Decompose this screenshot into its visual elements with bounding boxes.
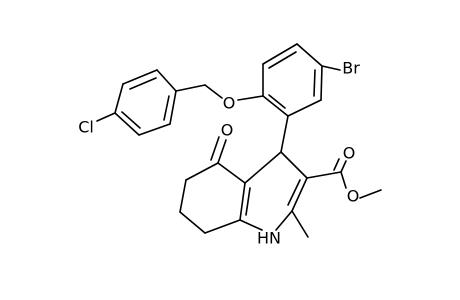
bond-ring2-f-inner xyxy=(163,95,170,121)
bond-c8a-c4a-inner xyxy=(245,187,251,216)
carbonyl-oxygen-label: O xyxy=(343,144,356,163)
bond-ring2-e xyxy=(138,123,171,136)
chlorine-label: Cl xyxy=(78,118,94,137)
bond-ring1-d xyxy=(287,99,322,117)
bond-ring2-c xyxy=(114,83,124,114)
amine-label: HN xyxy=(257,229,281,248)
bromine-label: Br xyxy=(342,59,360,78)
bond-cester-o-single xyxy=(340,171,347,189)
bond-ring1-o xyxy=(237,95,264,101)
bond-c5-c6 xyxy=(185,162,219,181)
bond-n-c8a xyxy=(239,219,263,231)
bond-c3-cester xyxy=(306,171,342,179)
bond-c2-me xyxy=(291,210,309,238)
bond-ring1-a-inner xyxy=(268,51,297,69)
bond-c-br xyxy=(321,65,341,71)
bonds xyxy=(96,43,382,238)
bond-ring2-b-inner xyxy=(129,77,157,90)
bond-ring2-b xyxy=(122,69,158,85)
bond-ring2-d-inner xyxy=(121,111,141,129)
bond-c3-c2-inner xyxy=(287,179,301,206)
bond-ring2-a xyxy=(156,69,177,92)
bond-c5-o-inner xyxy=(210,136,220,161)
bond-cester-o-double xyxy=(340,160,347,173)
bond-ring1-b xyxy=(296,43,323,67)
bond-ring2-f xyxy=(169,90,177,125)
bond-c8a-c4a xyxy=(239,182,246,221)
bond-c4a-c5 xyxy=(217,162,246,184)
bond-o-ch2 xyxy=(204,84,223,99)
bond-ring1-c4 xyxy=(280,115,289,153)
bond-c4a-c4 xyxy=(244,151,282,184)
bond-ring1-e xyxy=(262,95,289,117)
ester-oxygen-label: O xyxy=(347,187,360,206)
bond-ring1-c-inner xyxy=(313,69,316,97)
bond-ring1-e-inner xyxy=(268,94,286,109)
bond-ring1-a xyxy=(262,43,298,65)
bond-c7-c8 xyxy=(179,211,206,234)
bond-cester-o-double-inner xyxy=(333,158,340,171)
atom-labels: Br Cl O O O O HN xyxy=(78,59,360,248)
bond-c-cl xyxy=(96,112,116,122)
ether-oxygen-label: O xyxy=(223,94,236,113)
bond-ring2-d xyxy=(114,112,140,136)
bond-ring1-c xyxy=(320,65,323,101)
bond-c5-o xyxy=(217,139,227,164)
bond-c2-n xyxy=(275,210,293,231)
bond-c6-c7 xyxy=(179,179,187,213)
bond-c3-c2 xyxy=(291,177,308,212)
ketone-oxygen-label: O xyxy=(221,121,234,140)
bond-c4-c3 xyxy=(280,151,308,179)
bond-o-methyl xyxy=(359,189,382,199)
bond-ch2-ring2 xyxy=(175,84,206,92)
bond-c8-c8a xyxy=(204,219,241,234)
